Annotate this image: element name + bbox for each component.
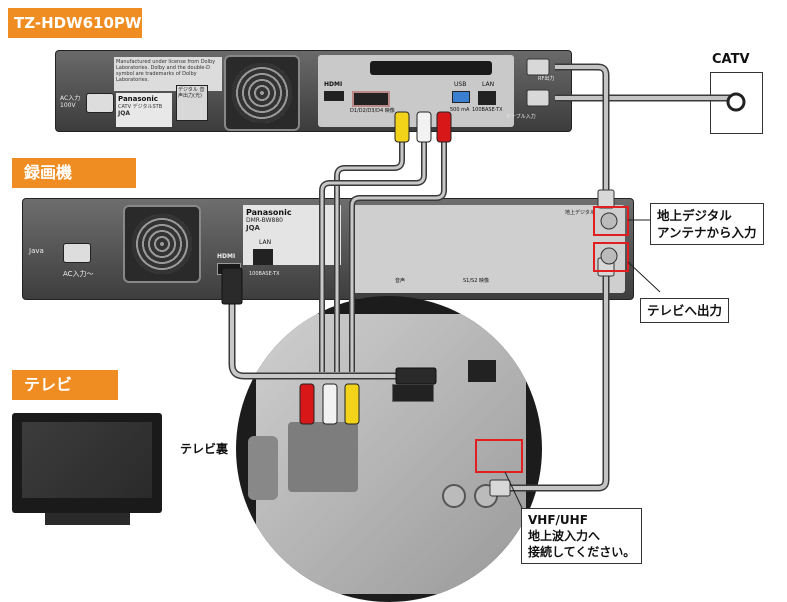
f-connector — [489, 479, 511, 497]
tuner-card-slot — [370, 61, 492, 75]
recorder-jqa: JQA — [246, 224, 260, 232]
to-tv-callout: テレビへ出力 — [640, 298, 730, 323]
tuner-usb-port — [452, 91, 470, 103]
tuner-usb-current: 500 mA — [450, 107, 470, 113]
coax-recorder-in-cable — [555, 63, 610, 195]
tuner-jqa: JQA — [118, 110, 130, 117]
antenna-in-highlight — [593, 206, 629, 236]
rca-plug-white — [322, 383, 338, 425]
tuner-hdmi-label: HDMI — [324, 81, 343, 88]
recorder-port-panel — [353, 205, 625, 293]
rca-plug-red — [299, 383, 315, 425]
tuner-rf-out-label: RF出力 — [538, 76, 555, 82]
vhf-callout-line — [504, 471, 523, 509]
tuner-model-line: CATV デジタルSTB — [118, 104, 163, 110]
tuner-usb-label: USB — [454, 81, 467, 88]
rca-av-cable — [319, 140, 447, 372]
f-connector — [526, 89, 550, 107]
tuner-d-terminal-label: D1/D2/D3/D4 映像 — [350, 108, 395, 114]
tuner-maker: Panasonic — [118, 95, 158, 103]
vhf-uhf-highlight — [475, 439, 523, 473]
antenna-in-callout-line2: アンテナから入力 — [657, 225, 757, 240]
tv-back-label: テレビ裏 — [180, 442, 229, 456]
recorder-lan-port — [253, 249, 273, 265]
recorder-power-inlet — [63, 243, 91, 263]
tv-back-rca-block — [288, 422, 358, 492]
tuner-optical-port: デジタル 音声出力(光) — [176, 85, 208, 121]
tv-back-zoom — [236, 296, 542, 602]
coax-tv-cable — [508, 272, 610, 492]
rca-plug-white — [416, 111, 432, 143]
recorder-rf-jack — [600, 212, 618, 230]
vhf-uhf-callout-line3: 接続してください。 — [528, 545, 636, 559]
tuner-device: Manufactured under license from Dolby La… — [55, 50, 572, 132]
tv-label: テレビ — [12, 370, 118, 400]
tuner-hdmi-port — [324, 91, 344, 101]
rca-plug-red — [436, 111, 452, 143]
tuner-power-label: AC入力 100V — [60, 95, 81, 109]
recorder-svideo-label: S1/S2 映像 — [463, 278, 489, 284]
rca-plug-yellow — [394, 111, 410, 143]
recorder-rf-jack — [600, 247, 618, 265]
catv-outlet-jack — [726, 92, 746, 112]
recorder-java-label: Java — [29, 247, 44, 255]
wiring-layer — [221, 58, 746, 509]
tv-stand — [45, 513, 130, 525]
coax-connectors — [489, 58, 615, 497]
hdmi-cable — [228, 300, 396, 380]
catv-label: CATV — [712, 52, 750, 67]
antenna-in-callout: 地上デジタル アンテナから入力 — [650, 203, 764, 245]
recorder-lan-label: LAN — [259, 239, 272, 246]
to-tv-callout-text: テレビへ出力 — [647, 303, 723, 318]
tuner-lan-port — [478, 91, 496, 105]
tuner-optical-label: デジタル 音声出力(光) — [178, 87, 205, 99]
tuner-fan-grille — [232, 63, 292, 123]
recorder-lan-spec: 100BASE-TX — [249, 271, 280, 277]
recorder-maker: Panasonic — [246, 208, 292, 217]
hdmi-plug-tv — [395, 367, 437, 385]
recorder-power-label: AC入力〜 — [63, 270, 94, 278]
tv-out-highlight — [593, 242, 629, 272]
tv-screen — [22, 422, 152, 498]
f-connector — [597, 189, 615, 209]
rca-plugs-tv — [299, 383, 360, 425]
tv-back-dsub — [248, 436, 278, 500]
recorder-model: DMR-BW880 — [246, 217, 283, 224]
antenna-in-callout-line1: 地上デジタル — [657, 208, 732, 223]
tuner-model-label: TZ-HDW610PW — [8, 8, 142, 38]
recorder-fan-grille — [132, 214, 192, 274]
rca-plug-yellow — [344, 383, 360, 425]
tv-out-callout-line — [627, 261, 661, 293]
tv-back-rf-in — [442, 484, 466, 508]
rca-plugs-tuner — [394, 111, 452, 143]
recorder-device: AC入力〜 Java Panasonic DMR-BW880 JQA HDMI … — [22, 198, 634, 300]
vhf-uhf-callout: VHF/UHF 地上波入力へ 接続してください。 — [521, 508, 643, 564]
vhf-uhf-callout-line2: 地上波入力へ — [528, 529, 601, 543]
tuner-d-terminal-port — [352, 91, 390, 107]
tuner-rf-in-label: ケーブル入力 — [506, 114, 536, 120]
tuner-lan-spec: 100BASE-TX — [472, 107, 503, 113]
recorder-fan — [123, 205, 201, 283]
hdmi-plug-recorder — [221, 267, 243, 305]
tuner-lan-label: LAN — [482, 81, 495, 88]
tuner-spec-sticker: Panasonic CATV デジタルSTB JQA — [116, 93, 172, 127]
recorder-rf-label: 地上デジタル — [565, 210, 595, 216]
tv-frame — [12, 413, 162, 513]
tuner-power-inlet — [86, 93, 114, 113]
tv-back-lan — [468, 360, 496, 382]
vhf-uhf-callout-line1: VHF/UHF — [528, 513, 588, 527]
f-connector — [526, 58, 550, 76]
recorder-label: 録画機 — [12, 158, 136, 188]
recorder-audio-label: 音声 — [395, 278, 406, 284]
recorder-hdmi-label: HDMI — [217, 253, 236, 260]
tuner-fan — [224, 55, 300, 131]
